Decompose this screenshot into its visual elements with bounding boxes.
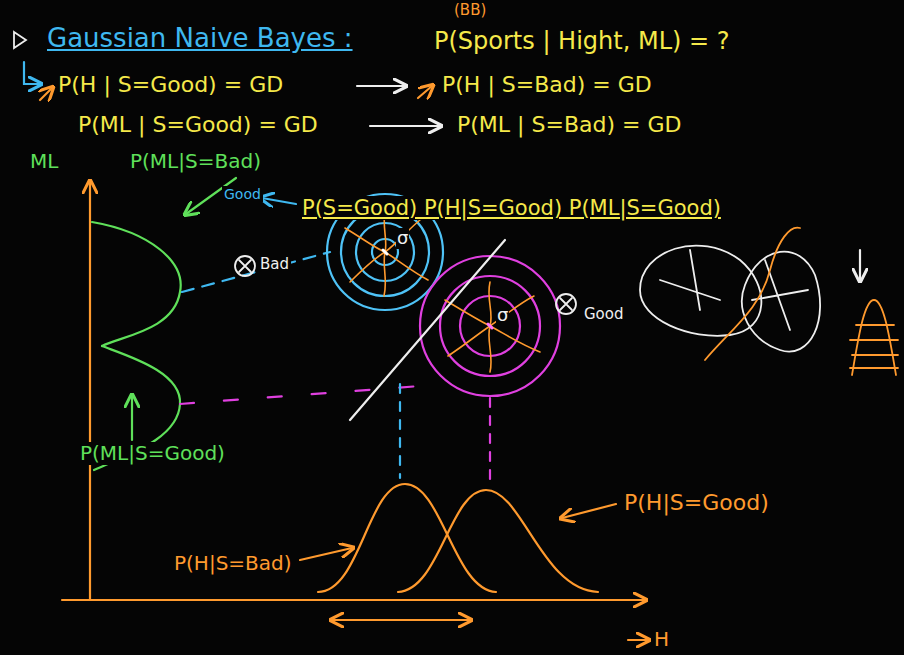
- formula-label: σ: [496, 305, 509, 326]
- good-class-contours: [420, 256, 560, 396]
- formula-label: P(ML | S=Good) = GD: [76, 112, 320, 137]
- h-bad-curve: [318, 484, 496, 592]
- center-dot: [488, 324, 492, 328]
- sketch-curve: [705, 228, 800, 360]
- formula-label: P(Sports | Hight, ML) = ?: [432, 28, 732, 56]
- ml-bad-curve: [92, 222, 181, 346]
- hook-arrow: [24, 62, 40, 84]
- ml-axis: [89, 182, 91, 600]
- projection-dash: [180, 386, 420, 404]
- down-arrow: [859, 250, 861, 280]
- projection-dash: [399, 384, 401, 478]
- correlated-sketch: [640, 246, 820, 352]
- sample-point: [556, 294, 576, 314]
- formula-label: P(ML|S=Bad): [128, 150, 263, 173]
- formula-label: P(ML | S=Bad) = GD: [455, 112, 683, 137]
- formula-label: P(H | S=Bad) = GD: [440, 72, 654, 97]
- formula-label: P(S=Good) P(H|S=Good) P(ML|S=Good): [300, 196, 723, 220]
- projection-dash: [489, 398, 491, 486]
- h-axis: [62, 599, 645, 601]
- spread-arrow: [332, 619, 470, 621]
- small-arrow: [418, 86, 432, 98]
- h-good-curve: [398, 490, 598, 592]
- formula-label: P(ML|S=Good): [78, 442, 227, 465]
- formula-label: P(H|S=Bad): [172, 552, 294, 575]
- decision-boundary: [350, 240, 505, 420]
- callout-arrow: [262, 198, 296, 204]
- center-dot: [383, 250, 387, 254]
- sample-point: [235, 256, 255, 276]
- formula-label: P(H|S=Good): [622, 490, 771, 515]
- formula-label: Good: [582, 306, 626, 323]
- formula-label: P(H | S=Good) = GD: [56, 72, 285, 97]
- callout-arrow: [131, 396, 133, 440]
- formula-label: Bad: [258, 256, 291, 273]
- small-arrow: [40, 88, 52, 100]
- implies-arrow: [370, 125, 440, 127]
- bullet-triangle: [14, 32, 26, 48]
- formula-label: H: [652, 628, 671, 651]
- callout-arrow: [300, 548, 352, 560]
- bell-sketch: [850, 300, 898, 375]
- axis-arrow: [628, 639, 648, 641]
- implies-arrow: [357, 85, 405, 87]
- formula-label: ML: [28, 150, 60, 173]
- contour-sketch: [345, 208, 540, 372]
- projection-dash: [182, 252, 330, 292]
- callout-arrow: [562, 504, 616, 518]
- title: Gaussian Naive Bayes :: [45, 24, 355, 54]
- formula-label: Good: [222, 186, 263, 202]
- formula-label: σ: [396, 228, 409, 249]
- formula-label: (BB): [452, 2, 488, 19]
